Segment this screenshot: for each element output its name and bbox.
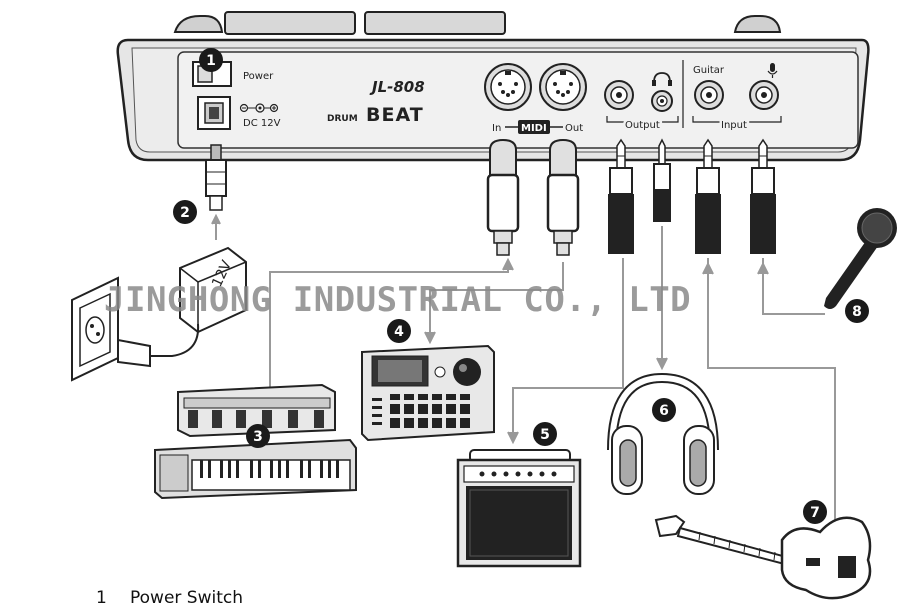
dc-plug xyxy=(205,144,227,211)
callout-badges: 1 2 3 4 5 6 7 8 xyxy=(173,48,869,524)
dc-polarity-icon xyxy=(239,103,279,113)
bass-guitar xyxy=(654,514,872,600)
headphone-cable-plug xyxy=(653,138,671,222)
headphone-jack[interactable] xyxy=(651,90,673,112)
watermark: JINGHONG INDUSTRIAL CO., LTD xyxy=(104,280,691,320)
input-label: Input xyxy=(721,120,747,131)
model-name: JL-808 xyxy=(369,78,425,96)
callout-1-badge: 1 xyxy=(199,48,223,72)
svg-text:2: 2 xyxy=(180,205,190,221)
foot-controller xyxy=(177,383,336,438)
brand-prefix: DRUM xyxy=(327,114,358,124)
guitar-input-jack[interactable] xyxy=(694,80,724,110)
drum-machine-rear-panel: Power DC 12V JL-808 DRUM BEAT xyxy=(116,11,870,162)
svg-text:7: 7 xyxy=(810,505,820,521)
legend-caption: 1 Power Switch xyxy=(96,588,243,608)
caption-number: 1 xyxy=(96,588,107,608)
headphones xyxy=(607,372,719,495)
midi-label: MIDI xyxy=(521,123,547,134)
midi-cable-out xyxy=(546,138,580,256)
mic-icon xyxy=(767,63,778,78)
power-adapter: 12V xyxy=(179,246,247,334)
output-jack[interactable] xyxy=(604,80,634,110)
callout-5-badge: 5 xyxy=(533,422,557,446)
microphone xyxy=(824,208,897,309)
connection-lines xyxy=(211,213,836,525)
caption-text: Power Switch xyxy=(130,588,244,608)
callout-2-badge: 2 xyxy=(173,200,197,224)
callout-8-badge: 8 xyxy=(845,299,869,323)
guitar-cable-plug xyxy=(695,138,721,254)
output-label: Output xyxy=(625,120,660,131)
svg-text:6: 6 xyxy=(659,403,669,419)
svg-text:1: 1 xyxy=(206,53,216,69)
midi-out-port[interactable] xyxy=(539,63,587,111)
power-label: Power xyxy=(243,71,274,82)
midi-badge xyxy=(518,120,550,134)
guitar-amplifier xyxy=(456,449,582,568)
callout-4-badge: 4 xyxy=(387,319,411,343)
pad-controller xyxy=(361,344,495,442)
guitar-label: Guitar xyxy=(693,65,725,76)
callout-3-badge: 3 xyxy=(246,424,270,448)
output-cable-plug xyxy=(608,138,634,254)
midi-in-label: In xyxy=(492,123,501,134)
svg-text:5: 5 xyxy=(540,427,550,443)
callout-6-badge: 6 xyxy=(652,398,676,422)
midi-out-label: Out xyxy=(565,123,583,134)
wall-outlet xyxy=(71,276,151,382)
midi-keyboard xyxy=(154,438,357,500)
svg-text:8: 8 xyxy=(852,304,862,320)
midi-in-port[interactable] xyxy=(484,63,532,111)
mic-cable-plug xyxy=(750,138,776,254)
svg-text:3: 3 xyxy=(253,429,263,445)
headphone-icon xyxy=(652,72,672,86)
mic-input-jack[interactable] xyxy=(749,80,779,110)
svg-text:4: 4 xyxy=(394,324,404,340)
dc-label: DC 12V xyxy=(243,118,281,129)
callout-7-badge: 7 xyxy=(803,500,827,524)
brand-logo: BEAT xyxy=(366,104,424,126)
midi-cable-in xyxy=(486,138,520,256)
